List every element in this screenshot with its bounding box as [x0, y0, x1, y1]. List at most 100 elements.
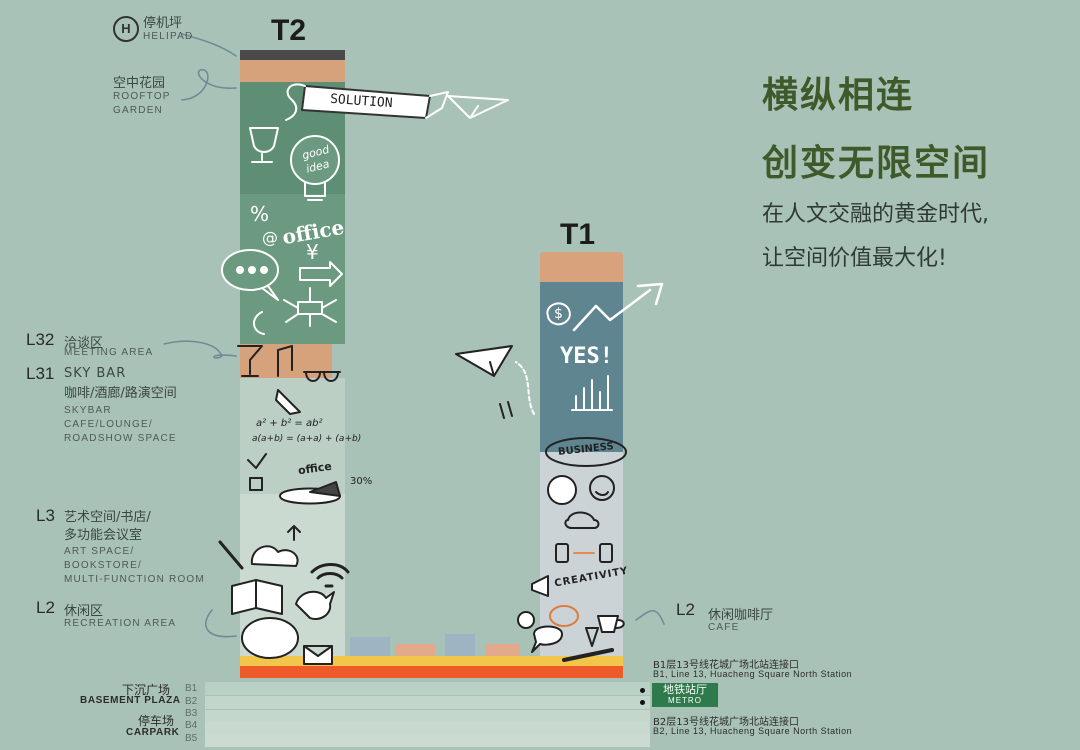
- level-b5: B5: [185, 733, 198, 744]
- l3-cn-1: 艺术空间/书店/: [64, 510, 151, 525]
- basement-row-b3: [205, 710, 650, 723]
- math-text-2: a(a+b) = (a+a) + (a+b): [252, 434, 362, 444]
- badge-ring: [549, 605, 579, 627]
- l3-level: L3: [36, 506, 55, 525]
- l2-t1-level: L2: [676, 600, 695, 619]
- lightbulb-icon: [290, 135, 340, 185]
- l2-t1-cn: 休闲咖啡厅: [708, 608, 774, 623]
- helipad-cn: 停机坪: [143, 16, 183, 31]
- l2-t1-en: CAFE: [708, 622, 740, 633]
- basement-row-b4: [205, 722, 650, 735]
- label-curl-l32: [163, 340, 237, 359]
- cloud-sync-icon: [564, 511, 600, 529]
- l3-en-1: ART SPACE/: [64, 546, 135, 557]
- l3-en-3: MULTI-FUNCTION ROOM: [64, 574, 205, 585]
- t2-rooftop-band: [240, 60, 345, 82]
- metro-badge: 地铁站厅 METRO: [652, 683, 718, 707]
- basement-row-b5: [205, 734, 650, 747]
- rooftop-en-1: ROOFTOP: [113, 91, 171, 102]
- l31-cn-2: 咖啡/酒廊/路演空间: [64, 386, 177, 401]
- banner-tail-right: [425, 91, 449, 119]
- helipad-en: HELIPAD: [143, 31, 194, 42]
- l31-cn-1: SKY BAR: [64, 366, 127, 381]
- smile-icon: [589, 475, 615, 501]
- at-sign: @: [262, 228, 278, 247]
- podium-block: [350, 637, 390, 660]
- dashed-loop: [515, 361, 535, 415]
- b1-link-en: B1, Line 13, Huacheng Square North Stati…: [653, 669, 853, 679]
- t1-upper-block: [540, 282, 623, 452]
- l32-en: MEETING AREA: [64, 347, 154, 358]
- cloud-icon: [250, 545, 299, 567]
- carpark-en: CARPARK: [126, 727, 180, 738]
- carpark-cn: 停车场: [138, 714, 175, 728]
- l32-cn: 洽谈区: [64, 336, 104, 351]
- b2-link-cn: B2层13号线花城广场北站连接口: [653, 717, 799, 728]
- label-curl-rooftop: [181, 69, 237, 101]
- ice-cream-icon: [585, 627, 599, 647]
- wifi-icon: [310, 563, 350, 588]
- podium-block: [445, 634, 475, 660]
- l2-cn: 休闲区: [64, 604, 104, 619]
- network-icon: [297, 301, 323, 315]
- level-b4: B4: [185, 720, 198, 731]
- metro-dot-bottom: [640, 700, 645, 705]
- banner-tail-left: [285, 83, 306, 121]
- arrow-box-icon: [299, 261, 343, 287]
- rooftop-cn: 空中花园: [113, 76, 166, 91]
- paper-plane-icon: [447, 95, 509, 119]
- t1-tower: [540, 252, 623, 660]
- label-curl-cafe: [635, 609, 665, 625]
- phone-icon: [555, 543, 569, 563]
- paper-plane-left-icon: [455, 345, 513, 377]
- b2-link-en: B2, Line 13, Huacheng Square North Stati…: [653, 726, 853, 736]
- metro-dot-top: [640, 688, 645, 693]
- open-book-icon: [231, 579, 283, 615]
- t2-tower-title: T2: [271, 14, 307, 47]
- headline-line-2: 创变无限空间: [762, 143, 991, 184]
- level-b2: B2: [185, 696, 198, 707]
- sunglasses-icon: [303, 371, 341, 382]
- rooftop-en-2: GARDEN: [113, 105, 163, 116]
- rocket-icon: [275, 389, 301, 415]
- l31-en-2: CAFE/LOUNGE/: [64, 419, 153, 430]
- basement-row-b1: [205, 682, 650, 695]
- palette-icon: [241, 617, 299, 659]
- label-curl-l2: [204, 609, 237, 638]
- yen-sign: ¥: [306, 240, 319, 264]
- ground-stripe-orange: [240, 666, 623, 678]
- metro-cn: 地铁站厅: [663, 683, 707, 696]
- coffee-cup-icon: [597, 615, 625, 633]
- basement-plaza-en: BASEMENT PLAZA: [80, 695, 181, 706]
- checklist-icon: [247, 453, 267, 491]
- phone-icon: [599, 543, 613, 563]
- l3-cn-2: 多功能会议室: [64, 528, 143, 543]
- ground-stripe-yellow: [240, 656, 623, 666]
- helipad-icon: H: [113, 16, 139, 42]
- l31-en-1: SKYBAR: [64, 405, 112, 416]
- l32-level: L32: [26, 330, 55, 349]
- megaphone-icon: [531, 575, 549, 597]
- yes-text: YES!: [560, 344, 613, 369]
- subline-2: 让空间价值最大化!: [762, 246, 947, 271]
- chat-bubble-icon: [531, 625, 563, 653]
- thirty-percent-text: 30%: [350, 476, 373, 487]
- t1-roof-band: [540, 252, 623, 282]
- business-ring: [545, 437, 627, 467]
- percent-sign: %: [250, 202, 270, 226]
- envelope-icon: [303, 645, 333, 665]
- metro-en: METRO: [668, 696, 702, 705]
- t1-tower-title: T1: [560, 218, 596, 251]
- l31-level: L31: [26, 364, 55, 383]
- dollar-sign: $: [554, 306, 563, 322]
- unicorn-icon: [295, 590, 335, 620]
- level-b1: B1: [185, 683, 198, 694]
- l31-en-3: ROADSHOW SPACE: [64, 433, 177, 444]
- clock-icon: [517, 611, 535, 629]
- trophy-icon: [249, 127, 279, 163]
- cycle-icon: [253, 311, 265, 335]
- l3-en-2: BOOKSTORE/: [64, 560, 142, 571]
- paintbrush-icon: [218, 540, 244, 570]
- t2-lower-office-block: [240, 378, 345, 494]
